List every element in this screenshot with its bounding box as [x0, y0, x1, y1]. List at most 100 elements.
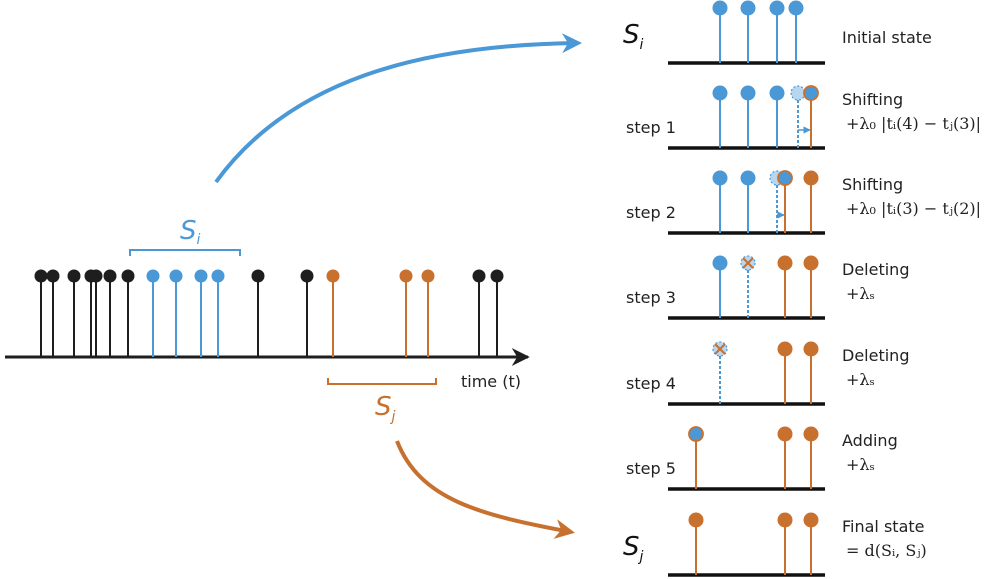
spike-head: [712, 85, 728, 101]
cost-label: = d(Sᵢ, Sⱼ): [846, 541, 927, 560]
cost-label: +λₛ: [846, 370, 875, 389]
event-head: [421, 269, 435, 283]
timeline-event-other: [121, 269, 135, 357]
si-bracket-label: Si: [180, 216, 201, 248]
event-head: [300, 269, 314, 283]
spike-orange: [803, 426, 819, 489]
event-head: [490, 269, 504, 283]
spike-blue: [712, 85, 728, 148]
action-label: Deleting: [842, 260, 909, 279]
timeline-event-si: [194, 269, 208, 357]
event-head: [46, 269, 60, 283]
spike-head: [769, 0, 785, 16]
spike-deleted: [712, 341, 728, 404]
event-head: [472, 269, 486, 283]
spike-blue: [712, 255, 728, 318]
sj-bracket: [327, 378, 437, 385]
step-panel-3: step 3 Deleting +λₛ: [626, 255, 909, 320]
spike-blue: [740, 0, 756, 63]
action-label: Shifting: [842, 175, 903, 194]
spike-blue: [740, 170, 756, 233]
timeline-event-other: [46, 269, 60, 357]
timeline-event-other: [251, 269, 265, 357]
delete-cross-icon: [742, 257, 754, 269]
spike-head: [788, 0, 804, 16]
timeline-event-other: [472, 269, 486, 357]
timeline-event-sj: [326, 269, 340, 357]
spike-head: [777, 512, 793, 528]
spike-orange: [777, 512, 793, 575]
timeline-event-si: [146, 269, 160, 357]
spike-blue: [712, 170, 728, 233]
event-head: [211, 269, 225, 283]
cost-label: +λ₀ |tᵢ(3) − tⱼ(2)|: [846, 199, 981, 218]
spike-head: [712, 255, 728, 271]
spike-head: [712, 0, 728, 16]
spike-head: [777, 426, 793, 442]
timeline-event-si: [211, 269, 225, 357]
action-label: Initial state: [842, 28, 932, 47]
spike-head: [777, 170, 793, 186]
spike-head: [740, 170, 756, 186]
timeline-event-sj: [421, 269, 435, 357]
timeline-events: [34, 269, 504, 357]
action-label: Final state: [842, 517, 925, 536]
cost-label: +λₛ: [846, 455, 875, 474]
step-label: step 3: [626, 288, 676, 307]
timeline: time (t) Si Sj: [5, 216, 530, 425]
event-head: [89, 269, 103, 283]
ghost-head: [790, 85, 806, 101]
event-head: [146, 269, 160, 283]
timeline-event-si: [169, 269, 183, 357]
event-head: [399, 269, 413, 283]
si-to-initial-arrow: [214, 33, 582, 184]
spike-blue: [788, 0, 804, 63]
event-head: [194, 269, 208, 283]
spike-head: [777, 255, 793, 271]
spike-head: [803, 426, 819, 442]
spike-head: [769, 85, 785, 101]
spike-deleted: [740, 255, 756, 318]
cost-label: +λ₀ |tᵢ(4) − tⱼ(3)|: [846, 114, 981, 133]
timeline-event-other: [67, 269, 81, 357]
spike-head: [740, 0, 756, 16]
step-label: step 4: [626, 374, 676, 393]
event-head: [251, 269, 265, 283]
spike-head: [803, 512, 819, 528]
timeline-event-other: [89, 269, 103, 357]
panel-set-label: Si: [623, 20, 644, 53]
step-label: step 2: [626, 203, 676, 222]
cost-label: +λₛ: [846, 284, 875, 303]
spike-blue-orange-ring: [777, 170, 793, 233]
event-head: [121, 269, 135, 283]
spike-blue: [740, 85, 756, 148]
spike-orange: [688, 512, 704, 575]
spike-head: [740, 85, 756, 101]
spike-orange: [803, 512, 819, 575]
step-label: step 5: [626, 459, 676, 478]
spike-head: [688, 426, 704, 442]
event-head: [326, 269, 340, 283]
si-bracket: [129, 249, 241, 256]
spike-orange: [777, 255, 793, 318]
spike-head: [712, 170, 728, 186]
time-axis-label: time (t): [461, 372, 521, 391]
spike-blue-orange-ring: [803, 85, 819, 148]
event-head: [34, 269, 48, 283]
spike-orange: [777, 341, 793, 404]
spike-head: [688, 512, 704, 528]
spike-orange: [803, 170, 819, 233]
spike-head: [803, 255, 819, 271]
step-panel-2: step 2 Shifting +λ₀ |tᵢ(3) − tⱼ(2)|: [626, 170, 981, 235]
spike-ghost: [790, 85, 811, 148]
sj-to-final-arrow: [395, 440, 575, 539]
spike-blue: [769, 85, 785, 148]
panel-set-label: Sj: [623, 532, 644, 565]
sj-bracket-label: Sj: [375, 392, 396, 425]
spike-head: [803, 170, 819, 186]
spike-blue: [712, 0, 728, 63]
